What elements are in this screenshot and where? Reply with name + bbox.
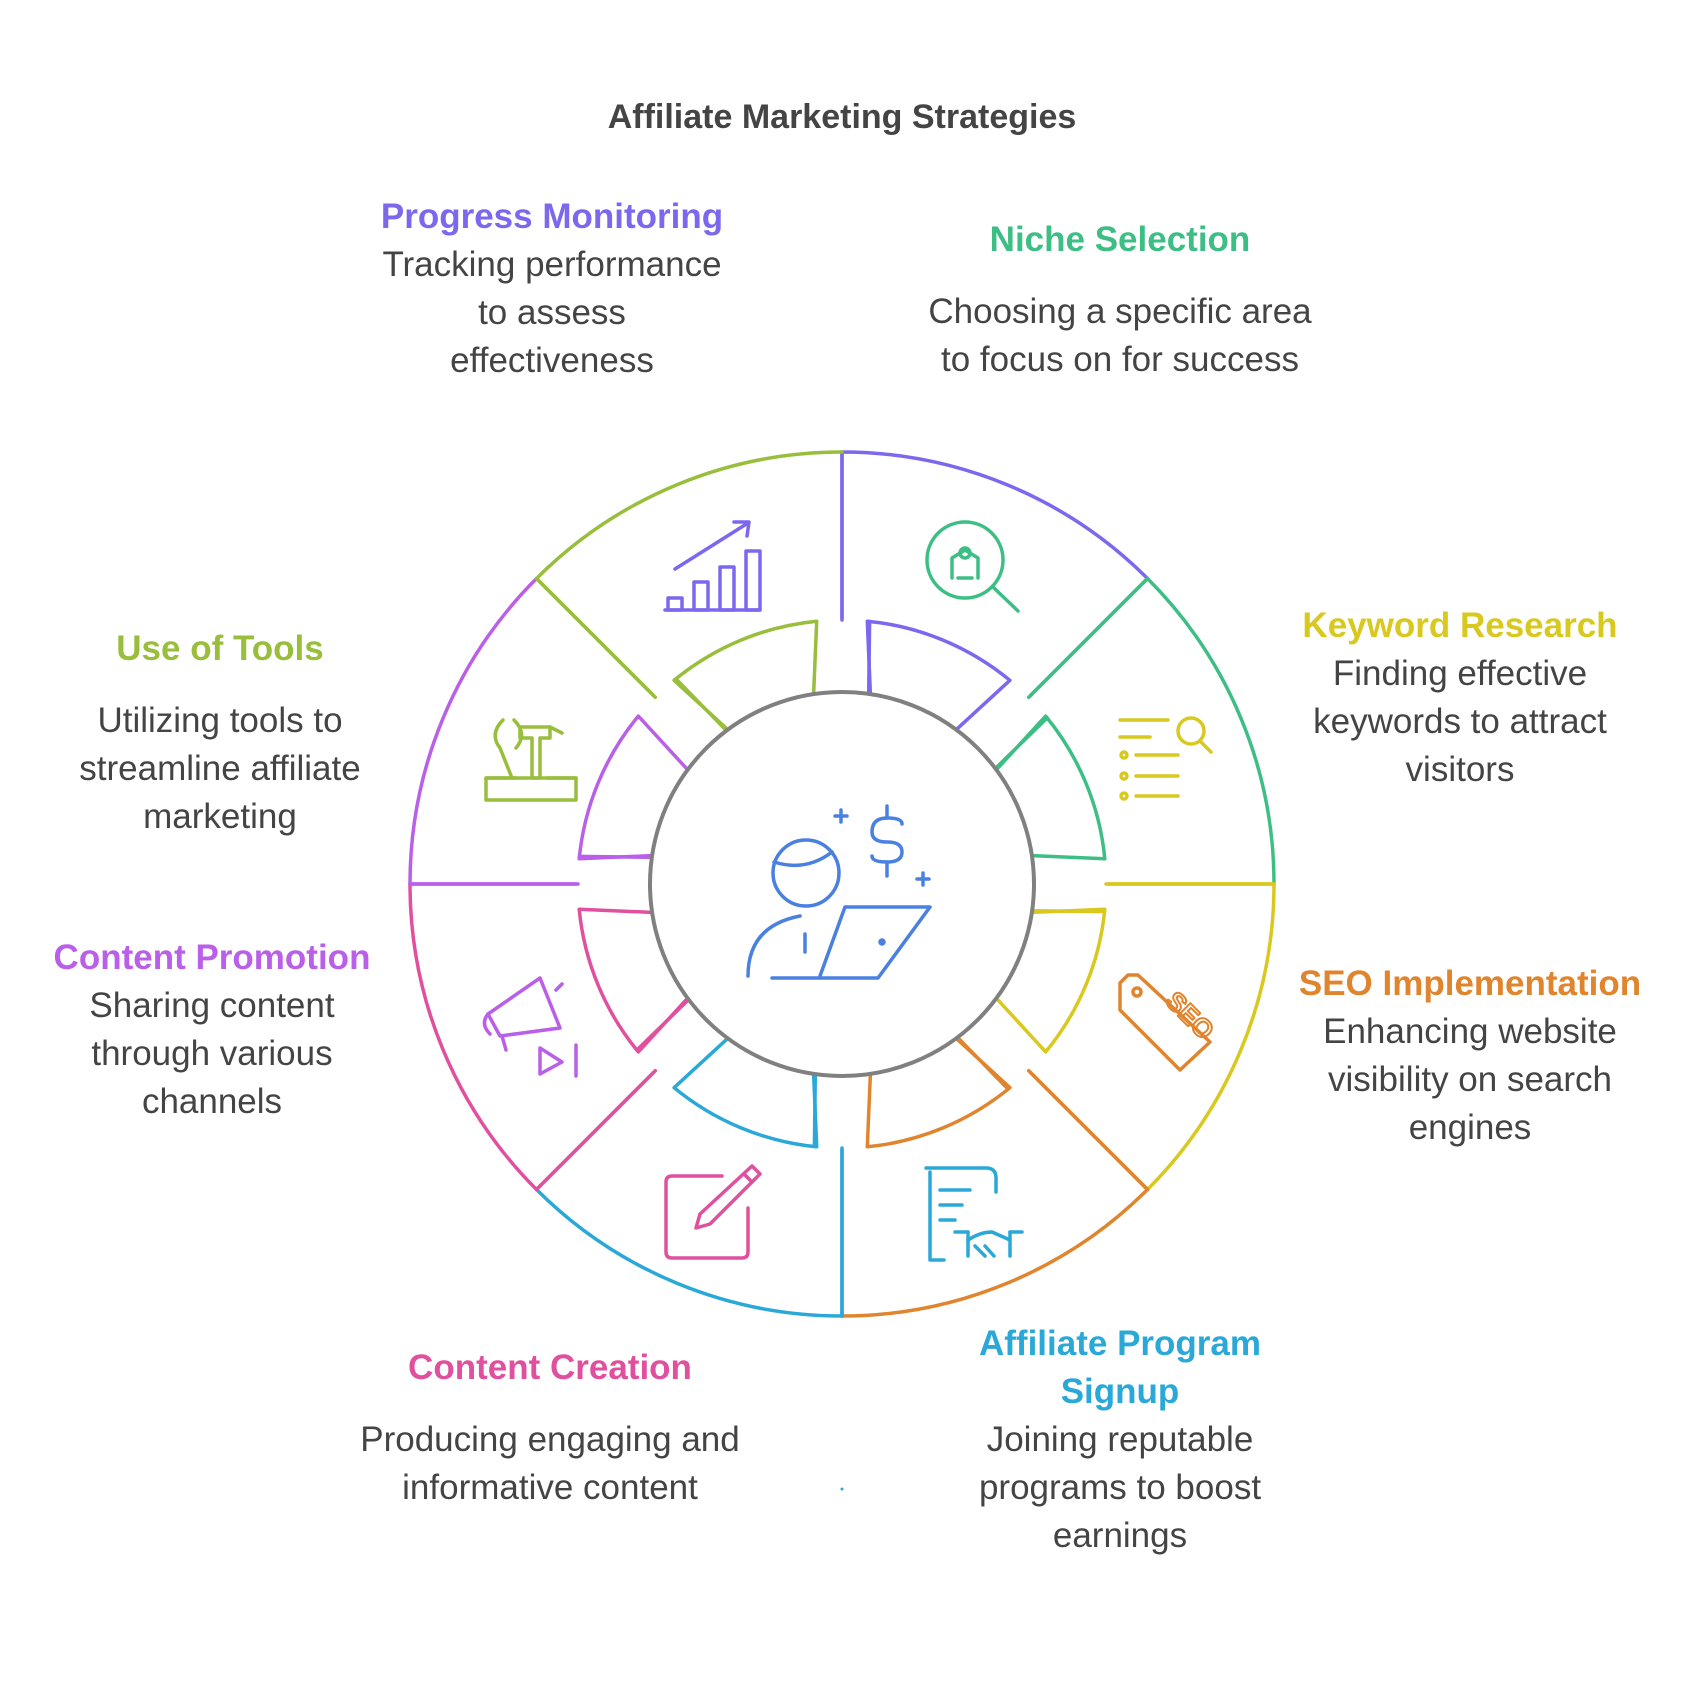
signup-title: Affiliate Program Signup [979,1324,1261,1411]
center-circle [648,690,1036,1078]
label-keyword-research: Keyword Research Finding effective keywo… [1270,602,1650,794]
creation-title: Content Creation [408,1348,692,1387]
progress-title: Progress Monitoring [380,197,724,236]
segment-keyword [994,882,1276,1192]
label-affiliate-program-signup: Affiliate Program Signup Joining reputab… [920,1320,1320,1560]
label-seo-implementation: SEO Implementation Enhancing website vis… [1270,960,1670,1152]
segment-tab-progress [865,619,1012,732]
segment-tab-promotion [577,714,690,861]
segment-niche [993,576,1276,886]
segment-arc-signup [534,1072,844,1318]
list-search-icon [1118,716,1213,801]
segment-promotion [408,576,690,886]
megaphone-play-icon [482,976,578,1078]
segment-tab-keyword [994,907,1107,1054]
segment-ring [408,450,1276,1318]
label-progress-monitoring: Progress Monitoring Tracking performance… [372,193,732,385]
segment-tab-seo [865,1036,1012,1149]
label-content-creation: Content Creation Producing engaging and … [350,1344,750,1512]
segment-creation [408,882,691,1192]
label-content-promotion: Content Promotion Sharing content throug… [42,934,382,1126]
seo-tag-icon: SEO [1118,973,1221,1072]
creation-desc: Producing engaging and informative conte… [360,1420,740,1507]
segment-tools [534,450,844,733]
keyword-desc: Finding effective keywords to attract vi… [1313,654,1607,789]
promotion-title: Content Promotion [53,938,371,977]
tools-title: Use of Tools [116,629,324,668]
svg-text:SEO: SEO [1160,985,1220,1045]
tools-desc: Utilizing tools to streamline affiliate … [79,701,361,836]
segment-progress [840,450,1150,732]
segment-divider-niche [1026,576,1150,700]
segment-arc-progress [840,450,1150,696]
segment-signup [534,1036,844,1318]
seo-title: SEO Implementation [1298,964,1642,1003]
segment-tab-signup [672,1036,819,1149]
segment-tab-tools [672,619,819,732]
niche-title: Niche Selection [989,220,1251,259]
progress-desc: Tracking performance to assess effective… [382,245,722,380]
segment-arc-niche [993,576,1276,886]
page-title: Affiliate Marketing Strategies [607,98,1077,136]
promotion-desc: Sharing content through various channels [89,986,335,1121]
person-laptop-dollar-icon [746,804,932,980]
segment-tab-creation [577,907,690,1054]
segment-divider-creation [534,1068,658,1192]
toolbox-icon [484,718,578,802]
signup-desc: Joining reputable programs to boost earn… [978,1420,1262,1555]
segment-seo [840,1035,1150,1318]
niche-desc: Choosing a specific area to focus on for… [928,292,1312,379]
label-niche-selection: Niche Selection Choosing a specific area… [920,216,1320,384]
keyword-title: Keyword Research [1302,606,1618,645]
segment-divider-tools [534,576,658,700]
stray-dot [840,1487,844,1491]
magnifier-target-icon [925,520,1020,613]
segment-arc-creation [408,882,691,1192]
segment-arc-keyword [1030,882,1276,1192]
seo-desc: Enhancing website visibility on search e… [1323,1012,1617,1147]
segment-divider-seo [1026,1068,1150,1192]
segment-tab-niche [994,714,1107,861]
segment-arc-tools [534,450,844,733]
chart-growth-icon [663,520,762,612]
label-use-of-tools: Use of Tools Utilizing tools to streamli… [20,625,420,841]
contract-handshake-icon [924,1166,1024,1262]
segment-arc-promotion [408,576,654,886]
edit-pencil-icon [664,1164,762,1260]
